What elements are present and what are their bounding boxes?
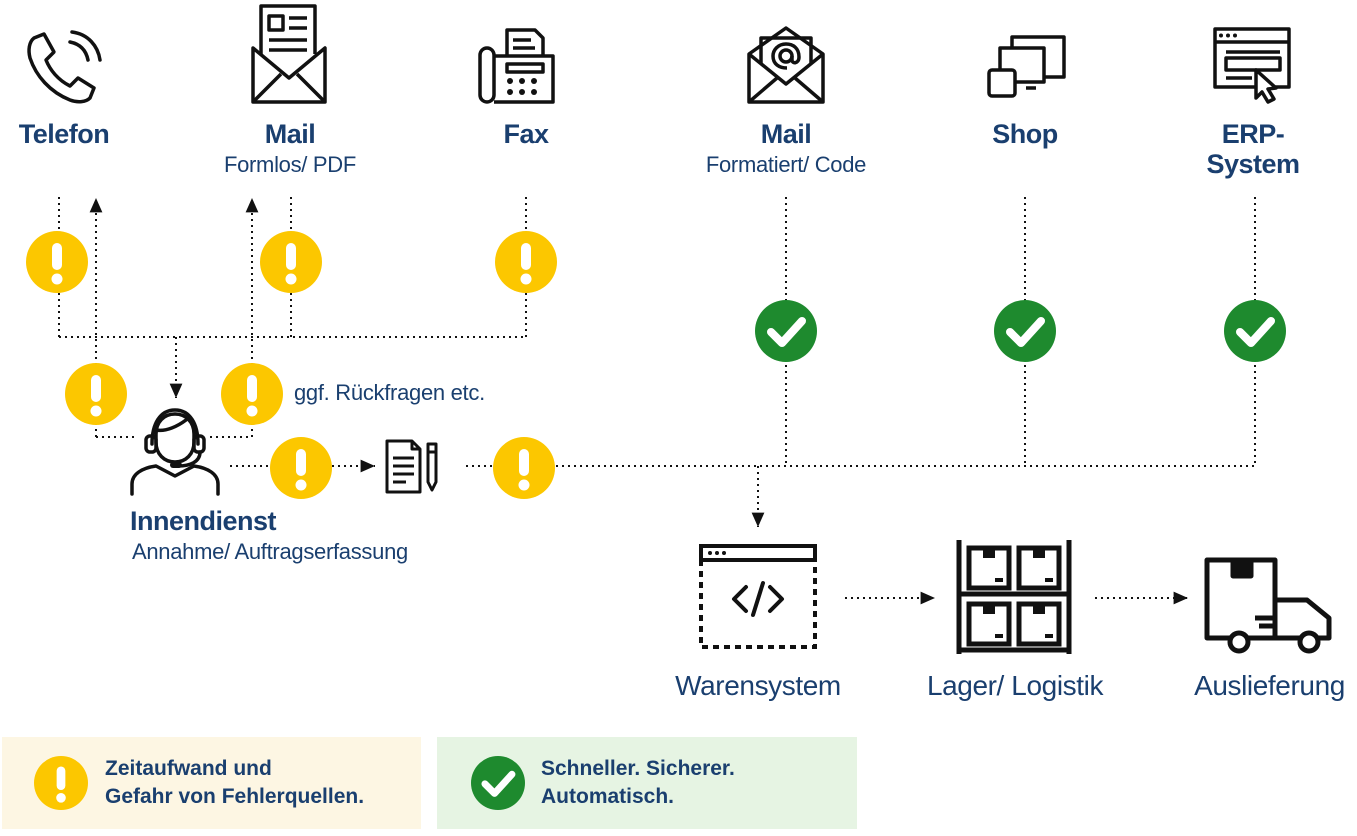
fax-icon [478,28,555,104]
warning-badge-return-mail [221,363,283,425]
delivery-truck-icon [1204,557,1332,654]
warning-badge-telefon [26,231,88,293]
check-badge-mail-code [755,300,817,362]
mail-at-icon [747,26,825,104]
channel-subtitle-mail-pdf: Formlos/ PDF [223,152,357,177]
warning-badge-fax [495,231,557,293]
process-label-auslieferung: Auslieferung [1194,670,1345,701]
devices-icon [987,35,1066,98]
legend-warning: Zeitaufwand und Gefahr von Fehlerquellen… [2,737,421,829]
support-agent-icon [130,408,220,496]
code-window-icon [699,544,817,649]
warehouse-shelf-icon [956,540,1072,654]
warning-badge-erfassung [270,437,332,499]
process-label-warensystem: Warensystem [675,670,841,701]
channel-subtitle-mail-code: Formatiert/ Code [705,152,867,177]
order-form-icon [385,439,438,494]
phone-icon [27,30,102,104]
erp-window-icon [1213,27,1291,104]
legend-ok-line1: Schneller. Sicherer. [541,757,735,780]
warning-badge-mail-pdf [260,231,322,293]
channel-title-mail-code: Mail [760,119,812,149]
innendienst-subtitle: Annahme/ Auftragserfassung [132,539,408,564]
legend-warning-line2: Gefahr von Fehlerquellen. [105,785,365,808]
channel-title-fax: Fax [503,119,549,149]
innendienst-title: Innendienst [130,506,277,536]
legend-warning-line1: Zeitaufwand und [105,757,272,780]
channel-title-shop: Shop [992,119,1058,149]
process-label-lager: Lager/ Logistik [926,670,1104,701]
channel-title-mail-pdf: Mail [264,119,316,149]
legend-ok: Schneller. Sicherer. Automatisch. [437,737,857,829]
legend-ok-line2: Automatisch. [541,785,675,808]
note-rueckfragen: ggf. Rückfragen etc. [294,380,485,405]
check-icon [471,756,525,810]
channel-title-erp: ERP- System [1206,119,1300,179]
warning-badge-weitergabe [493,437,555,499]
channel-title-telefon: Telefon [18,119,110,149]
warning-icon [34,756,88,810]
mail-document-icon [251,4,327,104]
check-badge-shop [994,300,1056,362]
check-badge-erp [1224,300,1286,362]
warning-badge-return-telefon [65,363,127,425]
